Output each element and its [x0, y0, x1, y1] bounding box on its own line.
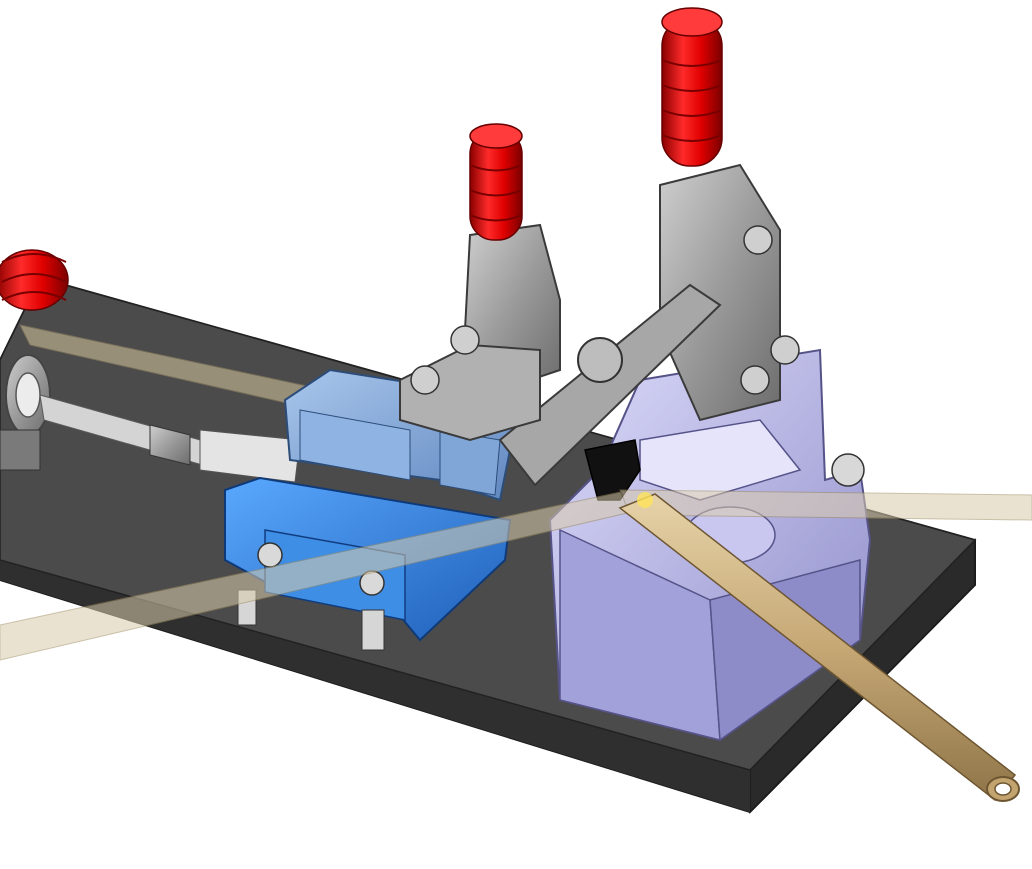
- end-bearing: [0, 354, 51, 471]
- toggle-clamp-right[interactable]: [498, 7, 800, 487]
- nozzle-tip: [584, 439, 641, 501]
- toggle-clamp-left[interactable]: [399, 123, 561, 442]
- handle-grip-right[interactable]: [661, 7, 723, 167]
- tube-part[interactable]: [618, 492, 1020, 802]
- toggle-clamp-far-left[interactable]: [0, 249, 69, 311]
- tube-path-ghosts: [0, 489, 1032, 661]
- threaded-rod[interactable]: [39, 394, 301, 483]
- handle-grip-left[interactable]: [469, 123, 523, 241]
